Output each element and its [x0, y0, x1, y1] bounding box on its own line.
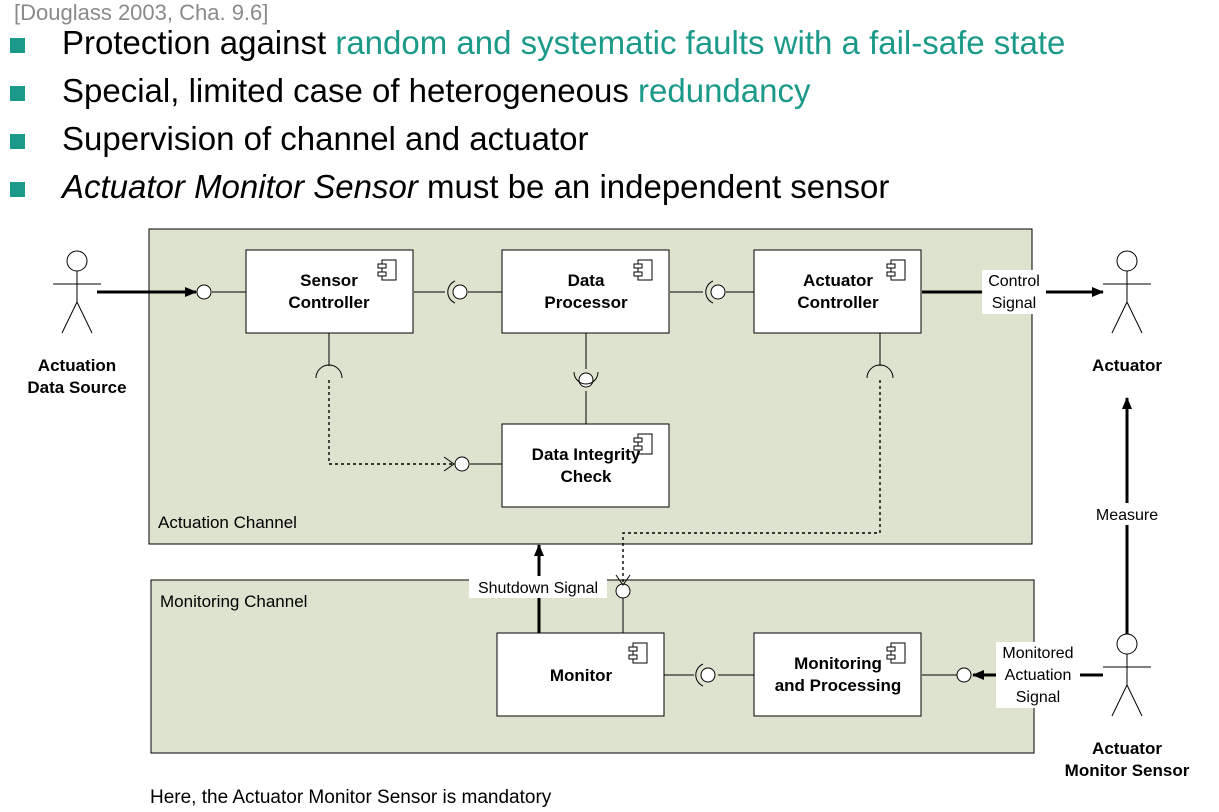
component-label: Data: [568, 271, 605, 290]
bullet-text: Protection against: [62, 24, 336, 61]
bullet-square-icon: [10, 134, 25, 149]
required-interfaces: [315, 280, 894, 687]
provided-interfaces: [196, 284, 972, 683]
component-label: Data Integrity: [532, 445, 641, 464]
svg-text:Data Source: Data Source: [27, 378, 126, 397]
bullet-square-icon: [10, 38, 25, 53]
bullet-item: Special, limited case of heterogeneous r…: [10, 72, 1065, 120]
bullet-text: must be an independent sensor: [417, 168, 890, 205]
component-label: Check: [560, 467, 612, 486]
component-data-processor: Data Processor: [501, 249, 670, 334]
svg-text:Control: Control: [988, 273, 1040, 290]
citation: [Douglass 2003, Cha. 9.6]: [14, 0, 269, 25]
actor-monitor-sensor-label: Actuator Monitor Sensor: [1065, 739, 1190, 780]
svg-text:Shutdown Signal: Shutdown Signal: [478, 580, 598, 597]
measure-label: Measure: [1089, 503, 1165, 525]
connectors: [212, 291, 957, 676]
bullet-highlight: redundancy: [638, 72, 811, 109]
svg-text:Monitor Sensor: Monitor Sensor: [1065, 761, 1190, 780]
component-data-integrity-check: Data Integrity Check: [501, 423, 670, 508]
actor-actuator-label: Actuator: [1092, 356, 1162, 375]
monitoring-channel-label: Monitoring Channel: [160, 592, 307, 611]
component-monitor: Monitor: [496, 632, 665, 717]
shutdown-signal-label: Shutdown Signal: [469, 576, 607, 598]
component-label: Monitor: [550, 666, 613, 685]
bullet-item: Actuator Monitor Sensor must be an indep…: [10, 168, 1065, 216]
footnote: Here, the Actuator Monitor Sensor is man…: [150, 787, 552, 808]
component-label: Sensor: [300, 271, 358, 290]
actor-data-source-label: Actuation Data Source: [27, 356, 126, 397]
component-monitoring-and-processing: Monitoring and Processing: [753, 632, 922, 717]
component-label: Controller: [288, 293, 370, 312]
actuation-channel-label: Actuation Channel: [158, 513, 297, 532]
svg-text:Actuation: Actuation: [38, 356, 116, 375]
monitored-actuation-signal-label: Monitored Actuation Signal: [996, 642, 1080, 708]
control-signal-label: Control Signal: [982, 270, 1046, 314]
component-label: Processor: [544, 293, 628, 312]
svg-text:Monitored: Monitored: [1002, 645, 1073, 662]
bullet-item: Supervision of channel and actuator: [10, 120, 1065, 168]
bullet-text: Supervision of channel and actuator: [62, 120, 589, 157]
bullet-text: Special, limited case of heterogeneous: [62, 72, 639, 109]
bullet-item: Protection against random and systematic…: [10, 24, 1065, 72]
dependency-arrowheads: [443, 456, 631, 586]
component-label: Monitoring: [794, 654, 882, 673]
bullet-square-icon: [10, 182, 25, 197]
actor-monitor-sensor-icon: [1103, 633, 1151, 717]
svg-text:Signal: Signal: [1016, 689, 1060, 706]
component-label: Actuator: [803, 271, 873, 290]
component-actuator-controller: Actuator Controller: [753, 249, 922, 334]
component-label: Controller: [797, 293, 879, 312]
component-label: and Processing: [775, 676, 902, 695]
bullet-highlight: random and systematic faults with a fail…: [335, 24, 1066, 61]
svg-text:Actuator: Actuator: [1092, 739, 1162, 758]
svg-text:Actuation: Actuation: [1005, 667, 1072, 684]
actor-data-source-icon: [53, 250, 101, 334]
dependency-lines: [328, 380, 881, 583]
actor-actuator-icon: [1103, 250, 1151, 334]
bullet-square-icon: [10, 86, 25, 101]
svg-text:Measure: Measure: [1096, 507, 1158, 524]
component-sensor-controller: Sensor Controller: [245, 249, 414, 334]
bullet-text-italic: Actuator Monitor Sensor: [62, 168, 418, 205]
svg-text:Signal: Signal: [992, 295, 1036, 312]
bullet-list: Protection against random and systematic…: [10, 24, 1065, 216]
